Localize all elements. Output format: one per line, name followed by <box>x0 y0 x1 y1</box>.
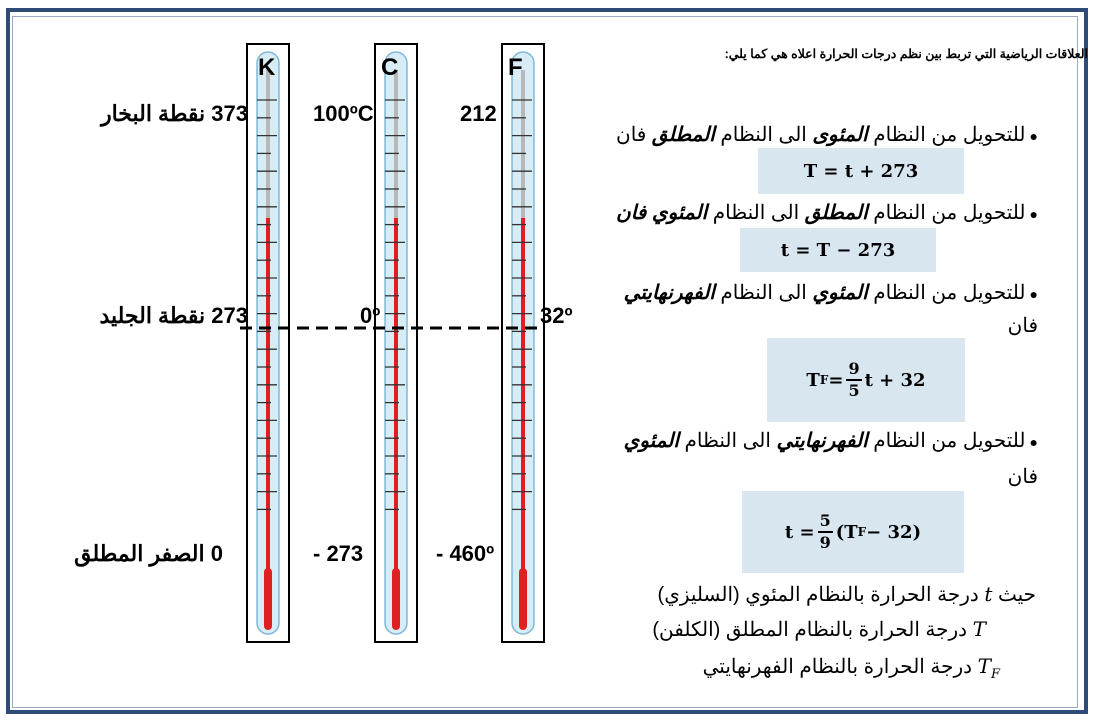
kelvin-mercury-bulb <box>264 568 272 630</box>
fahrenheit-top-value: 212 <box>460 101 497 127</box>
celsius-letter: C <box>381 54 398 82</box>
formula-c-to-k: T = t + 273 <box>758 148 964 194</box>
definition-tf: TF درجة الحرارة بالنظام الفهرنهايتي <box>703 654 1000 682</box>
celsius-bottom-value: - 273 <box>313 541 363 567</box>
kelvin-mercury-column <box>266 218 270 570</box>
conversion-2: ●للتحويل من النظام المطلق الى النظام الم… <box>616 200 1038 225</box>
celsius-mercury-column <box>394 218 398 570</box>
conversion-3-fan: فان <box>1008 313 1038 338</box>
conversion-4-fan: فان <box>1008 464 1038 489</box>
celsius-mercury-bulb <box>392 568 400 630</box>
formula-k-to-c: t = T − 273 <box>740 228 936 272</box>
intro-text: العلاقات الرياضية التي تربط بين نظم درجا… <box>608 46 1088 62</box>
conversion-1: ●للتحويل من النظام المئوى الى النظام الم… <box>616 122 1038 147</box>
fahrenheit-letter: F <box>508 54 523 82</box>
definition-big-t: T درجة الحرارة بالنظام المطلق (الكلفن) <box>652 617 986 642</box>
ice-point-label: 273 نقطة الجليد <box>99 303 248 329</box>
kelvin-empty-capillary <box>266 70 270 220</box>
fahrenheit-bottom-value: - 460º <box>436 541 494 567</box>
fahrenheit-empty-capillary <box>521 70 525 220</box>
absolute-zero-label: 0 الصفر المطلق <box>74 541 223 567</box>
definition-t: حيث t درجة الحرارة بالنظام المئوي (السلي… <box>658 582 1036 607</box>
kelvin-letter: K <box>258 54 275 82</box>
celsius-top-value: 100ºC <box>313 101 374 127</box>
fahrenheit-mercury-bulb <box>519 568 527 630</box>
steam-point-label: 373 نقطة البخار <box>101 101 248 127</box>
conversion-3: ●للتحويل من النظام المئوي الى النظام الف… <box>624 280 1038 305</box>
fahrenheit-mercury-column <box>521 218 525 570</box>
conversion-4: ●للتحويل من النظام الفهرنهايتي الى النظا… <box>624 428 1038 453</box>
celsius-empty-capillary <box>394 70 398 220</box>
fahrenheit-mid-value: 32º <box>540 303 573 329</box>
celsius-mid-value: 0º <box>360 303 380 329</box>
